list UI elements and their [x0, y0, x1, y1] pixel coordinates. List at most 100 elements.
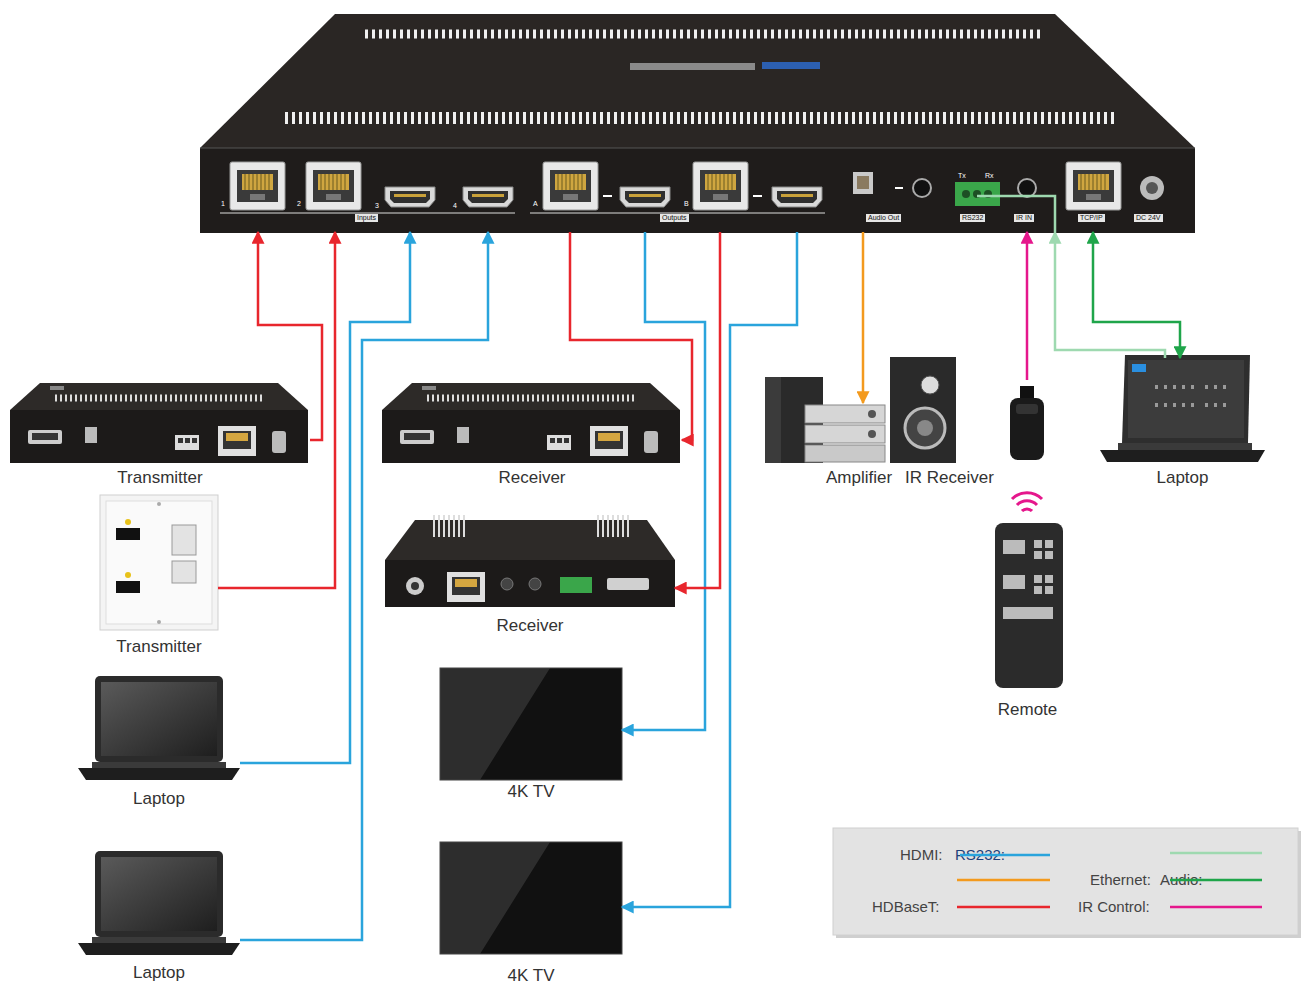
port-label: 1 — [221, 200, 225, 208]
wallplate-art — [100, 495, 218, 630]
matrix-switcher-art — [895, 187, 903, 189]
matrix-switcher-art — [962, 190, 970, 198]
cable-connector — [1026, 232, 1029, 380]
receiver-art — [433, 515, 465, 537]
laptop-art — [78, 851, 240, 955]
receiver-art — [411, 582, 419, 590]
receiver-art — [447, 572, 485, 602]
amplifier-art — [868, 410, 876, 418]
legend-swatches — [957, 853, 1262, 907]
receiver-art — [597, 515, 629, 537]
legend-panel — [833, 828, 1301, 938]
port-label: 3 — [375, 202, 379, 210]
laptop-art — [78, 676, 240, 780]
matrix-switcher-art — [857, 176, 869, 189]
laptop-art — [1100, 450, 1265, 462]
device-caption: Receiver — [385, 616, 675, 636]
port-label: Audio Out — [866, 214, 901, 222]
port-label: TCP/IP — [1078, 214, 1105, 222]
tv-art — [440, 842, 622, 954]
cable-connector — [1093, 232, 1180, 358]
connectors — [218, 232, 1180, 940]
wallplate-art — [125, 572, 131, 578]
matrix-switcher-art — [913, 179, 931, 197]
matrix-switcher-art — [200, 14, 1195, 148]
matrix-switcher-art — [306, 162, 361, 210]
legend-swatch — [957, 879, 1050, 882]
remote-art — [1017, 501, 1037, 505]
matrix-switcher-art — [1066, 162, 1121, 210]
port-label: 4 — [453, 202, 457, 210]
receiver-art — [382, 383, 680, 463]
transmitter-art — [10, 383, 308, 463]
laptop-art — [1132, 364, 1146, 372]
receiver-art — [382, 383, 680, 463]
matrix-switcher-art — [955, 182, 1000, 206]
wallplate-art — [172, 525, 196, 555]
legend-label: Ethernet: — [1090, 871, 1151, 889]
amplifier-art — [765, 357, 956, 463]
matrix-switcher-art — [853, 172, 873, 194]
amplifier-art — [917, 420, 933, 436]
laptop-art — [1205, 403, 1230, 407]
remote-art — [995, 523, 1063, 688]
cable-connector — [218, 232, 335, 588]
device-caption: IR Receiver — [905, 468, 994, 488]
remote-art — [1034, 586, 1042, 594]
remote-art — [1012, 493, 1042, 499]
wallplate-art — [100, 495, 218, 630]
amplifier-art — [868, 430, 876, 438]
legend-label: IR Control: — [1078, 898, 1150, 916]
amplifier-art — [805, 405, 885, 423]
tv-art — [440, 668, 622, 780]
amplifier-art — [921, 376, 939, 394]
matrix-switcher-art — [620, 187, 670, 207]
device-caption: Transmitter — [10, 468, 310, 488]
amplifier-art — [805, 445, 885, 462]
matrix-switcher-art — [762, 62, 820, 69]
device-box: Remote — [990, 520, 1065, 720]
remote-art — [1003, 540, 1025, 554]
laptop-art — [1155, 385, 1195, 389]
cable-connector — [862, 232, 865, 403]
receiver-art — [455, 579, 477, 587]
laptop-art — [1100, 355, 1265, 462]
matrix-switcher-art — [1146, 182, 1158, 194]
legend-swatch — [957, 906, 1050, 909]
device-caption: Amplifier — [826, 468, 892, 488]
port-label: RS232 — [960, 214, 985, 222]
wallplate-art — [172, 561, 196, 583]
wallplate-art — [157, 620, 161, 624]
tv-art — [440, 842, 622, 954]
matrix-switcher-art — [603, 195, 612, 197]
legend-panel — [833, 828, 1298, 935]
receiver-art — [560, 577, 592, 593]
cable-connector — [622, 232, 797, 907]
device-box: Amplifier — [762, 403, 903, 488]
device-caption: 4K TV — [440, 782, 622, 802]
port-label: Outputs — [660, 214, 689, 222]
device-box: 4K TV — [440, 838, 622, 986]
remote-art — [1003, 607, 1053, 619]
ir-receiver-art — [1016, 404, 1038, 414]
device-caption: Laptop — [1100, 468, 1265, 488]
legend-swatch — [960, 854, 1050, 857]
remote-art — [1003, 575, 1025, 589]
matrix-switcher-art — [230, 162, 285, 210]
device-caption: Transmitter — [100, 637, 218, 657]
device-box: Transmitter — [10, 380, 310, 488]
receiver-art — [385, 560, 675, 607]
device-box: Receiver — [385, 518, 675, 636]
receiver-art — [385, 520, 675, 560]
remote-art — [1045, 551, 1053, 559]
remote-art — [1034, 540, 1042, 548]
cable-connector — [258, 232, 322, 440]
laptop-art — [1155, 403, 1195, 407]
remote-art — [1045, 540, 1053, 548]
legend-label: RS232: — [955, 846, 1005, 864]
